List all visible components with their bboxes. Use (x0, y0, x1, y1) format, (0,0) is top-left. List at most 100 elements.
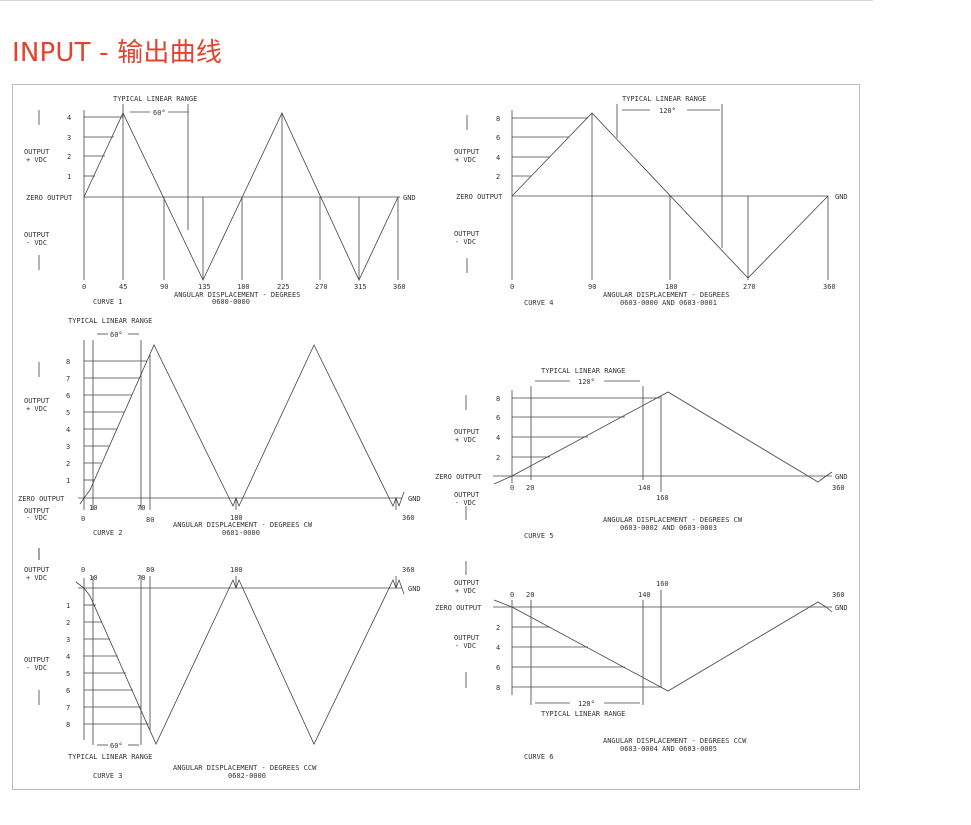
curve-3-xtick: 70 (137, 574, 145, 582)
curve-3-xlabel: ANGULAR DISPLACEMENT - DEGREES CCW (173, 764, 317, 772)
curve-2-xtick: 180 (230, 514, 243, 522)
curve-3-xtick: 180 (230, 566, 243, 574)
curve-1-ytick: 4 (67, 114, 71, 122)
curve-6-plus-vdc: + VDC (455, 587, 476, 595)
curve-6-ytick: 2 (496, 624, 500, 632)
curve-4-ytick: 6 (496, 134, 500, 142)
curve-2-ytick: 1 (66, 477, 70, 485)
curve-6-output-label: OUTPUT (454, 579, 480, 587)
curve-6-minus-vdc: - VDC (455, 642, 476, 650)
curve-2-output-label: OUTPUT (24, 397, 50, 405)
curve-2-ytick: 5 (66, 409, 70, 417)
curve-4-minus-vdc: - VDC (455, 238, 476, 246)
curve-2-range-value: 60° (110, 331, 123, 339)
curve-2-ytick: 7 (66, 375, 70, 383)
curve-6-ytick: 4 (496, 644, 500, 652)
curve-5-ytick: 6 (496, 414, 500, 422)
curve-5-minus-vdc: - VDC (455, 499, 476, 507)
curve-4-xtick: 180 (665, 283, 678, 291)
curve-2-range-label: TYPICAL LINEAR RANGE (68, 317, 152, 325)
curve-6-gnd: GND (835, 604, 848, 612)
curve-1-xlabel: ANGULAR DISPLACEMENT - DEGREES (174, 291, 300, 299)
curve-1-xtick: 315 (354, 283, 367, 291)
curve-5-name: CURVE 5 (524, 532, 554, 540)
diagram-frame (12, 84, 860, 790)
curve-6-part: 0603-0004 AND 0603-0005 (620, 745, 717, 753)
curve-3-part: 0602-0000 (228, 772, 266, 780)
curve-4-ytick: 4 (496, 154, 500, 162)
curve-2-ytick: 4 (66, 426, 70, 434)
curve-4-gnd: GND (835, 193, 848, 201)
curve-1-xtick: 135 (198, 283, 211, 291)
curve-6-xtick: 160 (656, 580, 669, 588)
curve-1-gnd: GND (403, 194, 416, 202)
curve-6-name: CURVE 6 (524, 753, 554, 761)
curve-3-xtick: 0 (81, 566, 85, 574)
curve-5-xtick: 160 (656, 494, 669, 502)
curve-1-range-label: TYPICAL LINEAR RANGE (113, 95, 197, 103)
curve-6-output-neg-label: OUTPUT (454, 634, 480, 642)
curve-5-xtick: 360 (832, 484, 845, 492)
curve-5-ytick: 2 (496, 454, 500, 462)
curve-2-xtick: 0 (81, 515, 85, 523)
curve-5-xtick: 0 (510, 484, 514, 492)
curve-3-xtick: 10 (89, 574, 97, 582)
curve-4-name: CURVE 4 (524, 299, 554, 307)
curve-2-xtick: 80 (146, 516, 154, 524)
curve-2-minus-vdc: - VDC (26, 514, 47, 522)
curve-5-range-label: TYPICAL LINEAR RANGE (541, 367, 625, 375)
curve-4-xtick: 270 (743, 283, 756, 291)
curve-2-ytick: 6 (66, 392, 70, 400)
curve-2-part: 0601-0000 (222, 529, 260, 537)
curve-4-range-label: TYPICAL LINEAR RANGE (622, 95, 706, 103)
curve-5-xtick: 20 (526, 484, 534, 492)
curve-5-xlabel: ANGULAR DISPLACEMENT - DEGREES CW (603, 516, 743, 524)
curve-5-panel: TYPICAL LINEAR RANGE 120° OUTPUT + VDC Z… (435, 367, 848, 540)
curve-1-panel: TYPICAL LINEAR RANGE 60° OUTPUT + VDC OU… (24, 95, 416, 306)
curve-6-ytick: 8 (496, 684, 500, 692)
curve-3-ytick: 8 (66, 721, 70, 729)
curve-1-xtick: 270 (315, 283, 328, 291)
curve-1-ytick: 1 (67, 173, 71, 181)
curve-2-xtick: 360 (402, 514, 415, 522)
curve-4-xtick: 90 (588, 283, 596, 291)
curve-5-xtick: 140 (638, 484, 651, 492)
curve-5-range-value: 120° (578, 378, 595, 386)
curve-4-ytick: 8 (496, 115, 500, 123)
curve-3-ytick: 7 (66, 704, 70, 712)
curve-4-xlabel: ANGULAR DISPLACEMENT - DEGREES (603, 291, 729, 299)
curve-3-output-label: OUTPUT (24, 566, 50, 574)
curve-4-plus-vdc: + VDC (455, 156, 476, 164)
curve-2-ytick: 2 (66, 460, 70, 468)
curve-6-range-label: TYPICAL LINEAR RANGE (541, 710, 625, 718)
curve-1-xtick: 45 (119, 283, 127, 291)
curve-2-plus-vdc: + VDC (26, 405, 47, 413)
curve-2-gnd: GND (408, 495, 421, 503)
curve-6-ytick: 6 (496, 664, 500, 672)
curve-4-output-label: OUTPUT (454, 148, 480, 156)
curve-1-ytick: 3 (67, 134, 71, 142)
curve-3-ytick: 2 (66, 619, 70, 627)
curve-1-name: CURVE 1 (93, 298, 123, 306)
curve-5-zero-output: ZERO OUTPUT (435, 473, 482, 481)
curve-5-output-label: OUTPUT (454, 428, 480, 436)
curve-4-output-neg-label: OUTPUT (454, 230, 480, 238)
curve-5-part: 0603-0002 AND 0603-0003 (620, 524, 717, 532)
curve-3-range-label: TYPICAL LINEAR RANGE (68, 753, 152, 761)
curve-2-output-neg-label: OUTPUT (24, 507, 50, 515)
curve-3-minus-vdc: - VDC (26, 664, 47, 672)
curve-1-minus-vdc: - VDC (26, 239, 47, 247)
curve-5-plus-vdc: + VDC (455, 436, 476, 444)
curve-3-range-value: 60° (110, 742, 123, 750)
curve-3-output-neg-label: OUTPUT (24, 656, 50, 664)
curve-1-range-value: 60° (153, 109, 166, 117)
curve-2-panel: TYPICAL LINEAR RANGE 60° OUTPUT + VDC ZE… (18, 317, 421, 560)
curve-4-panel: TYPICAL LINEAR RANGE 120° OUTPUT + VDC O… (454, 95, 848, 307)
curve-3-name: CURVE 3 (93, 772, 123, 780)
curve-1-output-label: OUTPUT (24, 148, 50, 156)
curve-2-ytick: 3 (66, 443, 70, 451)
curve-6-zero-output: ZERO OUTPUT (435, 604, 482, 612)
curve-1-xtick: 0 (82, 283, 86, 291)
curve-1-output-neg-label: OUTPUT (24, 231, 50, 239)
